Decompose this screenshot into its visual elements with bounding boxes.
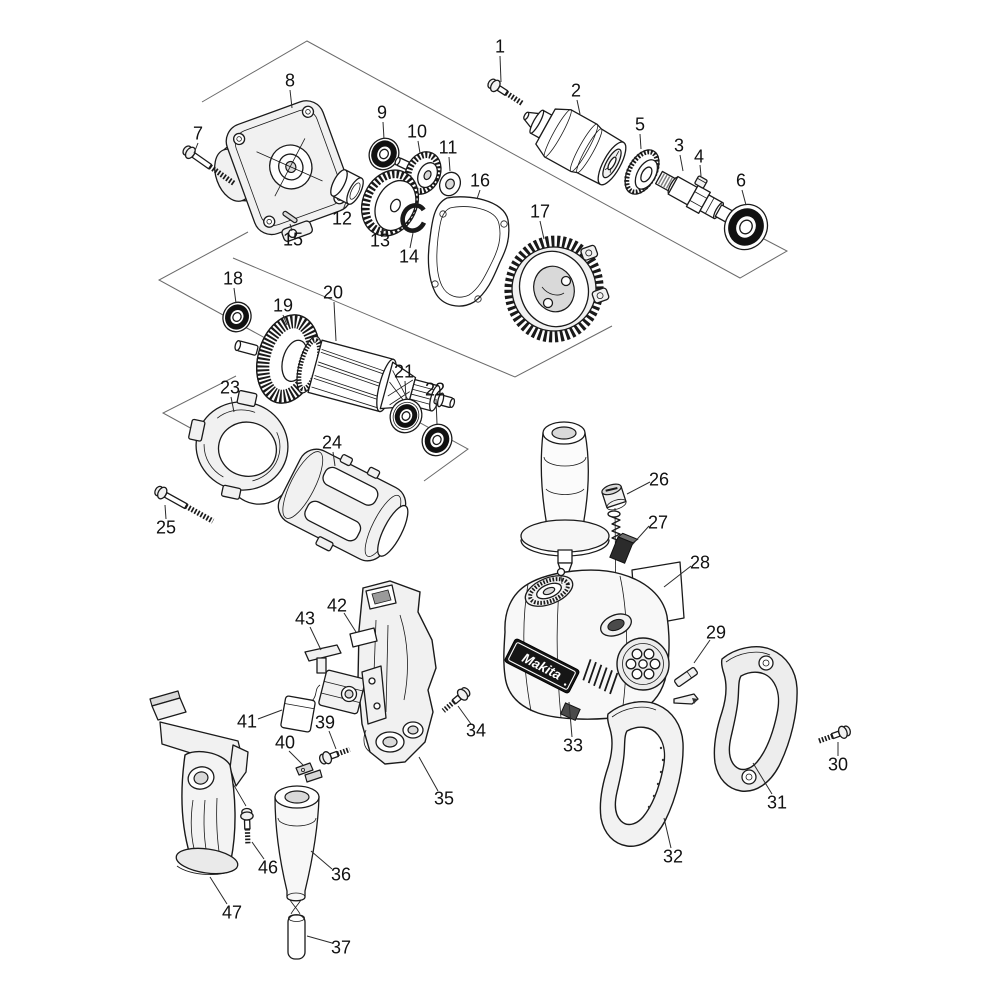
group-boundary-line xyxy=(201,40,789,279)
part-21-bearing-drawing xyxy=(389,398,423,434)
leader-line-14 xyxy=(409,232,414,249)
part-23-holder-ring-drawing xyxy=(188,389,295,505)
leader-line-3 xyxy=(679,154,684,172)
leader-line-9 xyxy=(382,121,385,140)
part-26-brush-cap-drawing xyxy=(601,483,627,511)
leader-line-34 xyxy=(457,705,472,725)
part-13-gear-drawing xyxy=(360,169,420,237)
part-31-handle-cover-drawing xyxy=(713,646,798,792)
leader-line-1 xyxy=(499,55,502,83)
part-8-gear-housing-drawing xyxy=(214,100,353,242)
leader-line-11 xyxy=(448,156,451,172)
leader-lines-layer xyxy=(164,55,839,944)
leader-line-29 xyxy=(693,639,711,664)
part-40-terminal-drawing xyxy=(295,762,323,783)
leader-line-10 xyxy=(417,140,421,154)
leader-line-17 xyxy=(539,220,545,240)
part-24-coil-drawing xyxy=(277,448,409,562)
part-4-key-drawing xyxy=(694,175,708,189)
leader-line-32 xyxy=(663,817,672,849)
part-46-screw-drawing xyxy=(240,807,254,846)
part-5-ring-gear-drawing xyxy=(624,149,660,195)
leader-line-47 xyxy=(209,876,228,905)
side-grip-drawing xyxy=(520,421,610,580)
leader-line-13 xyxy=(379,229,387,233)
part-1-screw-drawing xyxy=(487,78,525,107)
part-3-spindle-drawing xyxy=(654,170,735,224)
leader-line-46 xyxy=(251,841,265,860)
leader-line-18 xyxy=(233,287,237,304)
group-boundary-line xyxy=(232,257,613,378)
part-37-cord-drawing xyxy=(287,899,306,960)
part-43-switch-drawing xyxy=(304,644,387,725)
leader-line-22 xyxy=(435,398,438,425)
part-36-cord-guard-drawing xyxy=(274,785,320,902)
part-29-lever-drawing xyxy=(673,666,699,705)
part-16-gasket-drawing xyxy=(427,196,510,307)
part-11-washer-drawing xyxy=(438,171,462,197)
part-30-screw-drawing xyxy=(817,725,851,744)
part-34-screw-drawing xyxy=(441,687,471,713)
leader-line-39 xyxy=(328,730,337,750)
part-12-sleeve-drawing xyxy=(330,169,364,205)
leader-line-12 xyxy=(342,201,347,211)
leader-line-20 xyxy=(333,301,337,342)
leader-line-16 xyxy=(476,189,481,200)
part-2-chuck-drawing xyxy=(523,108,627,186)
leader-line-36 xyxy=(310,850,333,870)
leader-line-5 xyxy=(639,133,642,150)
leader-line-6 xyxy=(741,189,747,206)
leader-line-23 xyxy=(230,396,235,413)
leader-line-24 xyxy=(332,451,336,467)
part-42-label-drawing xyxy=(349,627,378,648)
leader-line-35 xyxy=(418,756,439,792)
leader-line-41 xyxy=(257,709,283,720)
leader-line-25 xyxy=(164,504,167,520)
part-41-capacitor-drawing xyxy=(280,684,321,733)
leader-line-37 xyxy=(306,935,333,944)
leader-line-43 xyxy=(309,626,322,651)
leader-line-4 xyxy=(699,164,702,177)
leader-line-28 xyxy=(663,565,692,588)
part-17-field-drawing xyxy=(504,235,610,343)
leader-line-15 xyxy=(289,223,293,232)
part-15-pin-drawing xyxy=(282,210,298,224)
part-7-screw-drawing xyxy=(182,145,237,187)
leader-line-21 xyxy=(404,380,407,400)
leader-line-40 xyxy=(288,750,304,766)
leader-line-26 xyxy=(626,481,651,495)
part-22-bearing-drawing xyxy=(421,423,453,457)
leader-line-27 xyxy=(631,525,650,546)
part-27-carbon-brush-drawing xyxy=(607,510,639,564)
leader-line-31 xyxy=(752,762,773,795)
leader-line-33 xyxy=(568,701,573,738)
part-25-screw-drawing xyxy=(154,485,215,524)
leader-line-2 xyxy=(576,99,581,115)
leader-line-8 xyxy=(289,89,293,109)
leader-line-19 xyxy=(282,314,288,326)
part-14-snap-ring-drawing xyxy=(400,203,428,233)
leader-line-42 xyxy=(343,612,357,633)
leader-line-7 xyxy=(193,142,199,154)
part-47-front-grip-drawing xyxy=(149,690,249,875)
part-39-screw-drawing xyxy=(319,747,351,765)
part-32-handle-half-drawing xyxy=(599,701,684,847)
part-33-motor-housing-drawing: Makita xyxy=(503,567,670,722)
part-9-bearing-drawing xyxy=(368,137,400,171)
part-6-bearing-drawing xyxy=(723,203,769,251)
part-20-armature-drawing xyxy=(234,314,456,413)
part-18-bearing-drawing xyxy=(222,301,252,333)
